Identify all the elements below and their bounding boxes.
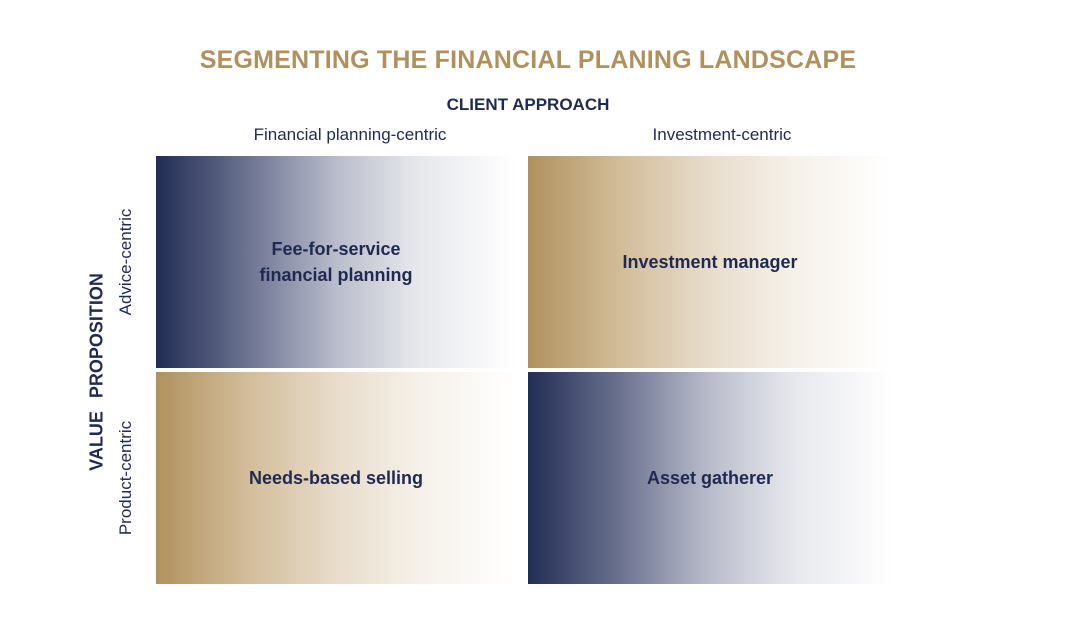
x-axis-title: CLIENT APPROACH — [446, 95, 610, 114]
quadrant-label: Asset gatherer — [646, 468, 774, 488]
quadrant-asset-gatherer: Asset gatherer — [528, 372, 892, 584]
row-label-product-centric: Product-centric — [116, 420, 135, 536]
row-label-advice-centric: Advice-centric — [116, 208, 135, 316]
column-label-financial-planning-centric: Financial planning-centric — [253, 125, 447, 144]
quadrant-label: Needs-based selling — [248, 468, 424, 488]
quadrant-fee-for-service: Fee-for-service financial planning — [156, 156, 516, 368]
column-label-investment-centric: Investment-centric — [652, 125, 792, 144]
quadrant-label: Investment manager — [622, 252, 798, 272]
quadrant-needs-based-selling: Needs-based selling — [156, 372, 516, 584]
quadrant-label: Fee-for-service financial planning — [259, 239, 413, 285]
y-axis-title: VALUE PROPOSITION — [86, 273, 107, 471]
diagram-title: SEGMENTING THE FINANCIAL PLANING LANDSCA… — [199, 46, 857, 74]
quadrant-investment-manager: Investment manager — [528, 156, 892, 368]
